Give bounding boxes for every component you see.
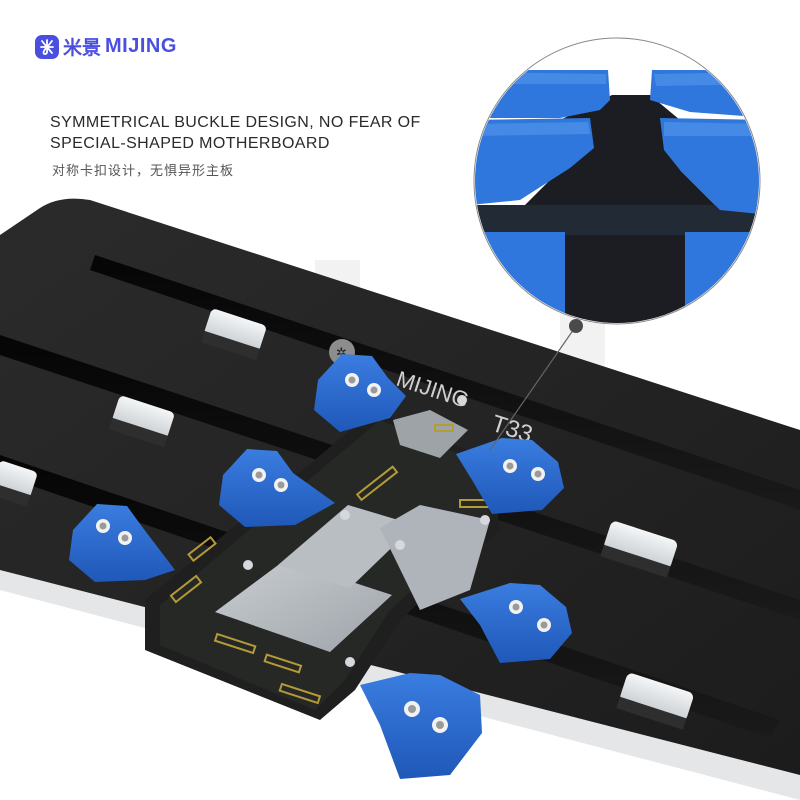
blue-clamps bbox=[69, 354, 572, 779]
rf-shield bbox=[278, 505, 415, 588]
headline-line-2: SPECIAL-SHAPED MOTHERBOARD bbox=[50, 135, 330, 152]
clamp-buckle bbox=[360, 673, 482, 779]
slider bbox=[108, 396, 174, 448]
slider bbox=[0, 461, 37, 507]
svg-text:✲: ✲ bbox=[336, 346, 347, 361]
slider bbox=[200, 309, 266, 361]
headline-line-1: SYMMETRICAL BUCKLE DESIGN, NO FEAR OF bbox=[50, 114, 421, 131]
motherboard bbox=[145, 395, 500, 720]
clamp-buckle bbox=[456, 438, 564, 514]
headline: SYMMETRICAL BUCKLE DESIGN, NO FEAR OF SP… bbox=[50, 112, 470, 154]
clamp-buckle bbox=[69, 504, 175, 582]
brand-logo: 米景 MIJING bbox=[35, 33, 177, 60]
slider bbox=[616, 673, 694, 730]
brand-name-cn: 米景 bbox=[63, 37, 102, 59]
slider bbox=[600, 521, 678, 578]
brand-name-en: MIJING bbox=[105, 35, 177, 57]
rf-shield bbox=[380, 505, 490, 610]
rail-sliders bbox=[0, 309, 694, 730]
clamp-buckle bbox=[314, 354, 406, 432]
clamp-buckle bbox=[219, 449, 335, 527]
screw-posts bbox=[243, 395, 490, 667]
rf-shield bbox=[393, 410, 468, 458]
callout-pointer bbox=[489, 319, 583, 451]
clamp-buckle bbox=[460, 583, 572, 663]
headline-subtitle-cn: 对称卡扣设计，无惧异形主板 bbox=[52, 164, 235, 179]
mijing-flower-logo-icon bbox=[35, 34, 59, 59]
zoom-magnifier-circle bbox=[473, 37, 761, 325]
